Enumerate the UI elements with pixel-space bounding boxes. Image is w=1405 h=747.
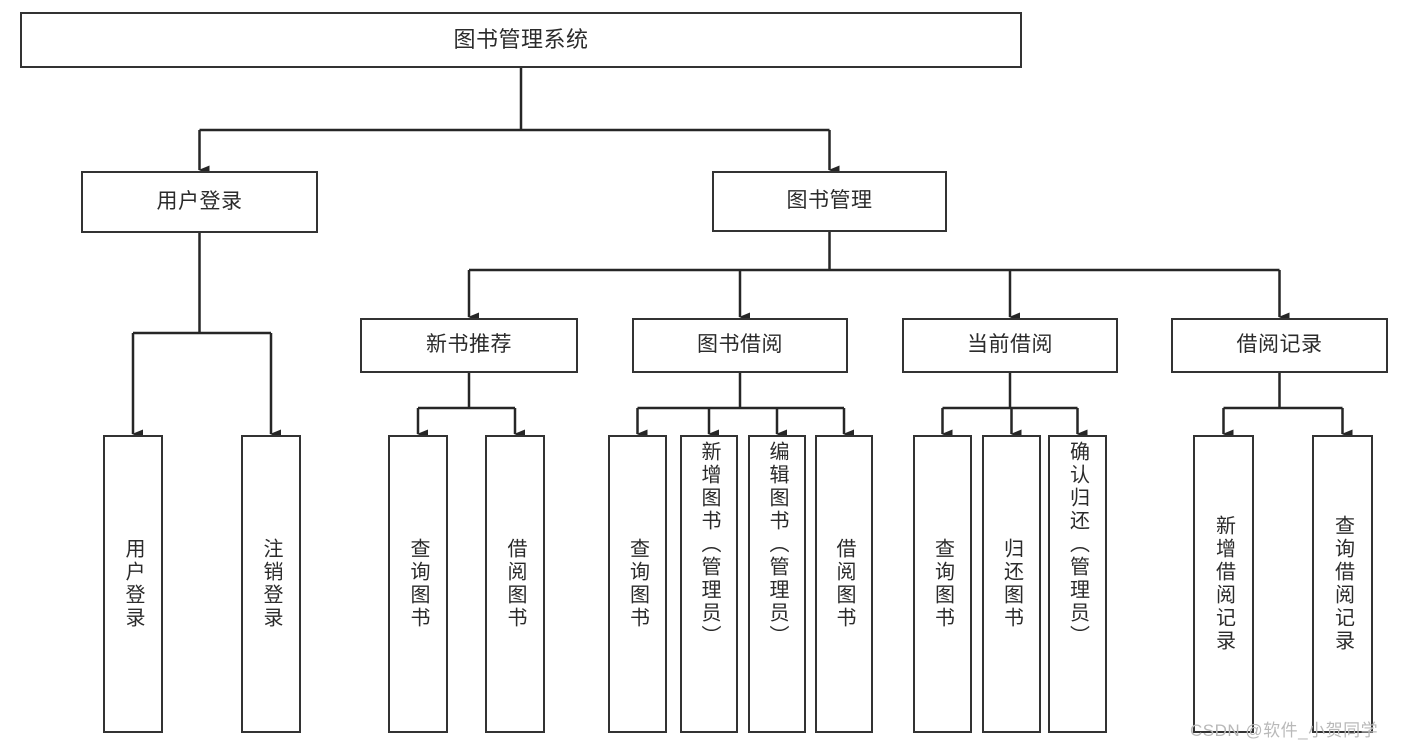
node-label: 编辑图书（管理员） — [766, 441, 788, 648]
node-leaf-bor-4: 借阅图书 — [815, 435, 873, 733]
node-label: 确认归还（管理员） — [1066, 441, 1089, 648]
node-leaf-bor-1: 查询图书 — [608, 435, 667, 733]
node-current: 当前借阅 — [902, 318, 1118, 373]
node-leaf-rec-2: 查询借阅记录 — [1312, 435, 1373, 733]
node-bookmgmt: 图书管理 — [712, 171, 947, 232]
watermark: CSDN @软件_小贺同学 — [1190, 721, 1379, 740]
node-leaf-new-2: 借阅图书 — [485, 435, 545, 733]
node-label: 查询借阅记录 — [1331, 515, 1354, 653]
node-label: 查询图书 — [931, 538, 954, 630]
node-leaf-new-1: 查询图书 — [388, 435, 448, 733]
node-label: 当前借阅 — [967, 333, 1053, 357]
node-leaf-cur-2: 归还图书 — [982, 435, 1041, 733]
node-leaf-rec-1: 新增借阅记录 — [1193, 435, 1254, 733]
node-login: 用户登录 — [81, 171, 318, 233]
node-label: 借阅图书 — [504, 538, 526, 630]
node-label: 用户登录 — [156, 189, 243, 213]
node-leaf-login-2: 注销登录 — [241, 435, 301, 733]
node-label: 查询图书 — [626, 538, 649, 630]
node-label: 借阅图书 — [833, 538, 855, 630]
node-label: 新增图书（管理员） — [698, 441, 720, 648]
node-label: 注销登录 — [260, 538, 282, 630]
node-leaf-login-1: 用户登录 — [103, 435, 163, 733]
node-records: 借阅记录 — [1171, 318, 1388, 373]
node-label: 借阅记录 — [1236, 333, 1323, 357]
node-leaf-bor-3: 编辑图书（管理员） — [748, 435, 806, 733]
node-newbook: 新书推荐 — [360, 318, 578, 373]
node-label: 归还图书 — [1000, 538, 1023, 630]
edges — [131, 68, 1353, 439]
node-label: 图书借阅 — [697, 333, 783, 357]
node-label: 用户登录 — [122, 538, 144, 630]
node-leaf-cur-3: 确认归还（管理员） — [1048, 435, 1107, 733]
node-label: 图书管理系统 — [453, 27, 589, 53]
node-label: 新书推荐 — [426, 333, 512, 357]
node-root: 图书管理系统 — [20, 12, 1022, 68]
node-leaf-cur-1: 查询图书 — [913, 435, 972, 733]
node-label: 图书管理 — [786, 189, 873, 213]
node-label: 新增借阅记录 — [1212, 515, 1235, 653]
node-leaf-bor-2: 新增图书（管理员） — [680, 435, 738, 733]
node-borrow: 图书借阅 — [632, 318, 848, 373]
node-label: 查询图书 — [407, 538, 429, 630]
